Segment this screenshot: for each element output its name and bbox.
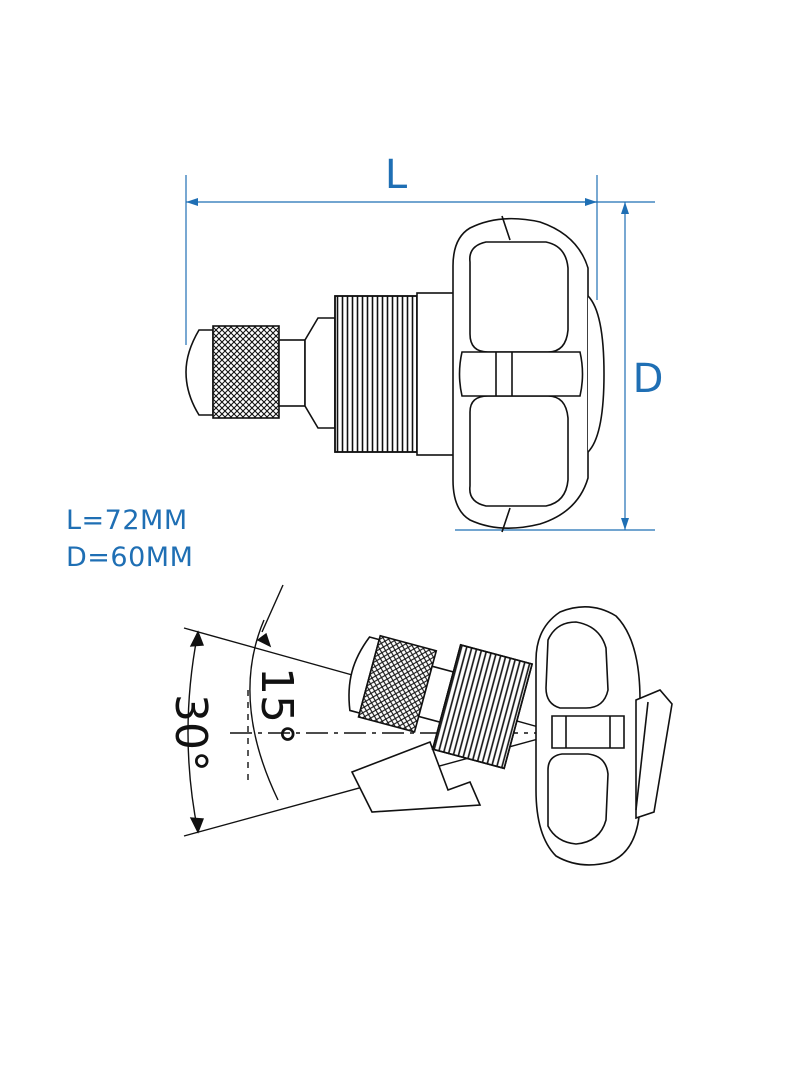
length-dimension (185, 175, 598, 345)
thirty-degree-label: 30° (165, 694, 216, 772)
diameter-label: D (633, 356, 664, 402)
valve-side-view (185, 215, 605, 533)
angled-valve-view (348, 606, 673, 866)
diameter-dimension (455, 201, 655, 531)
length-spec: L=72MM (66, 505, 188, 536)
fifteen-degree-label: 15° (251, 667, 302, 745)
length-label: L (385, 152, 408, 198)
diameter-spec: D=60MM (66, 542, 194, 573)
